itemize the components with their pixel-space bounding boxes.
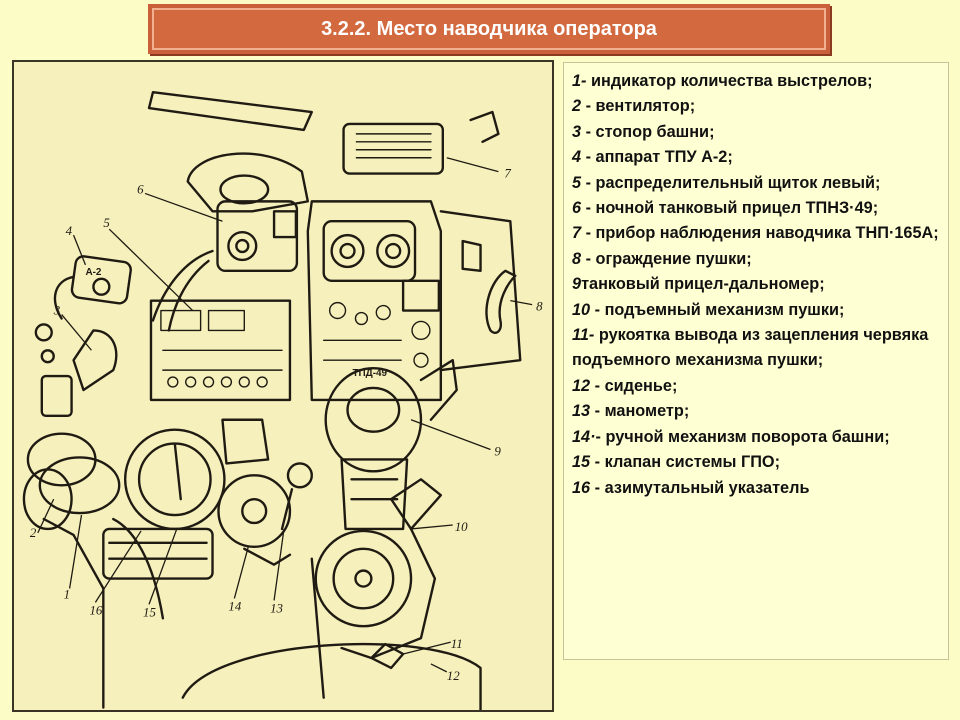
legend-item-text: - клапан системы ГПО; [590,453,781,472]
label-tpd: ТПД-49 [352,368,387,379]
manometer [286,462,313,489]
legend-item: 1- индикатор количества выстрелов; [572,69,940,94]
legend-item: 14·- ручной механизм поворота башни; [572,425,940,450]
legend-item-number: 7 [572,224,582,243]
callout-13: 13 [270,601,283,615]
legend-item-text: - ограждение пушки; [581,249,752,268]
legend-item: 13 - манометр; [572,399,940,424]
legend-item: 12 - сиденье; [572,374,940,399]
rangefinder-sight [324,366,423,473]
legend-item-text: - вентилятор; [581,97,696,116]
legend-item-text: - стопор башни; [581,122,715,141]
legend-item: 6 - ночной танковый прицел ТПНЗ·49; [572,196,940,221]
legend-item-text: - сиденье; [590,376,678,395]
observation-device [342,122,445,175]
fire-valve [221,418,270,465]
label-a2: А-2 [85,267,101,278]
legend-item-number: 9 [572,275,582,294]
callout-14: 14 [228,599,241,613]
legend-item: 7 - прибор наблюдения наводчика ТНП·165А… [572,221,940,246]
legend-item-text: - прибор наблюдения наводчика ТНП·165А; [581,224,939,243]
legend-item-text: - подъемный механизм пушки; [590,300,845,319]
legend-item-text: - ночной танковый прицел ТПНЗ·49; [581,199,879,218]
legend-item-number: 8 [572,249,582,268]
legend-item-number: 1- [572,72,587,90]
legend-item: 11- рукоятка вывода из зацепления червяк… [572,323,940,374]
legend-item-number: 5 [572,173,582,192]
legend-item-number: 13 [572,402,591,421]
technical-drawing: 7 8 9 10 11 12 6 5 4 3 2 1 16 15 14 13 А… [12,60,554,712]
callout-16: 16 [89,603,102,617]
callout-5: 5 [103,216,110,230]
elevation-mechanism [314,529,413,628]
legend-box: 1- индикатор количества выстрелов;2 - ве… [563,62,949,660]
legend-item: 5 - распределительный щиток левый; [572,171,940,196]
drawing-svg: 7 8 9 10 11 12 6 5 4 3 2 1 16 15 14 13 А… [22,90,543,710]
legend-item: 3 - стопор башни; [572,120,940,145]
legend-item: 9танковый прицел-дальномер; [572,272,940,297]
night-sight [186,152,310,213]
callout-4: 4 [66,224,73,238]
legend-item-number: 12 [572,376,591,395]
callout-3: 3 [53,304,60,318]
callout-9: 9 [494,444,501,458]
legend-item-text: - азимутальный указатель [590,478,810,497]
callout-12: 12 [447,669,460,683]
legend-item: 10 - подъемный механизм пушки; [572,298,940,323]
distribution-panel [149,299,292,402]
callout-8: 8 [536,300,543,314]
sight-body [306,200,443,402]
callout-11: 11 [451,637,463,651]
callout-1: 1 [64,587,70,601]
traverse-mechanism [217,474,292,548]
callout-6: 6 [137,182,144,196]
legend-item: 15 - клапан системы ГПО; [572,450,940,475]
legend-item-text: - аппарат ТПУ А-2; [581,148,733,167]
page-title: 3.2.2. Место наводчика оператора [152,8,826,50]
seat [181,642,482,710]
legend-item-number: 2 [572,97,582,116]
side-panel [439,210,522,372]
callout-2: 2 [30,526,37,540]
legend-item: 4 - аппарат ТПУ А-2; [572,145,940,170]
gun-guard [485,269,517,334]
right-bracket [469,110,500,144]
legend-item-number: 15 [572,453,591,472]
legend-item: 8 - ограждение пушки; [572,247,940,272]
legend-item-number: 10 [572,300,591,319]
legend-item-number: 14· [572,427,596,446]
legend-item: 16 - азимутальный указатель [572,476,940,501]
turret-lock [72,329,118,392]
legend-item-number: 4 [572,148,582,167]
legend-item-number: 16 [572,478,591,497]
callout-10: 10 [455,520,468,534]
title-bar: 3.2.2. Место наводчика оператора [148,4,830,54]
legend-item-number: 3 [572,122,582,141]
legend-item-text: - распределительный щиток левый; [581,173,881,192]
legend-item-number: 6 [572,199,582,218]
legend-item-text: индикатор количества выстрелов; [586,72,873,90]
legend-item: 2 - вентилятор; [572,94,940,119]
legend-item-text: танковый прицел-дальномер; [581,275,825,294]
top-beam [147,90,313,132]
legend-item-text: - манометр; [590,402,690,421]
legend-item-number: 11- [572,326,595,345]
callout-7: 7 [504,167,511,181]
legend-item-text: рукоятка вывода из зацепления червяка по… [572,326,929,370]
callout-15: 15 [143,605,156,619]
legend-item-text: - ручной механизм поворота башни; [595,427,890,446]
